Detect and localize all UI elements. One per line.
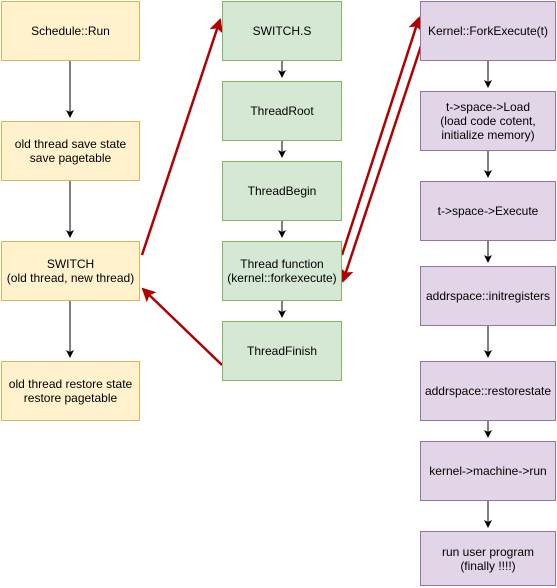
red-edge-fork-to-function — [340, 45, 423, 283]
fork-execute-node: Kernel::ForkExecute(t) — [420, 1, 556, 61]
red-edge-function-to-fork — [340, 16, 422, 256]
red-edge-finish-to-switch — [141, 287, 223, 366]
space-load-node: t->space->Load (load code cotent, initia… — [420, 91, 556, 151]
run-user-program-node: run user program (finally !!!!) — [420, 531, 556, 586]
restore-state-node: addrspace::restorestate — [420, 361, 556, 421]
red-edge-switch-to-switchs — [140, 18, 223, 256]
switch-call-node: SWITCH (old thread, new thread) — [1, 241, 140, 301]
init-registers-node: addrspace::initregisters — [420, 266, 556, 326]
switch-s-node: SWITCH.S — [222, 1, 342, 61]
thread-function-node: Thread function (kernel::forkexecute) — [222, 241, 342, 301]
machine-run-node: kernel->machine->run — [420, 441, 556, 501]
space-execute-node: t->space->Execute — [420, 181, 556, 241]
thread-begin-node: ThreadBegin — [222, 161, 342, 221]
thread-finish-node: ThreadFinish — [222, 321, 342, 381]
old-thread-save-node: old thread save state save pagetable — [1, 121, 140, 181]
old-thread-restore-node: old thread restore state restore pagetab… — [1, 361, 140, 421]
schedule-run-node: Schedule::Run — [1, 1, 140, 61]
thread-root-node: ThreadRoot — [222, 81, 342, 141]
